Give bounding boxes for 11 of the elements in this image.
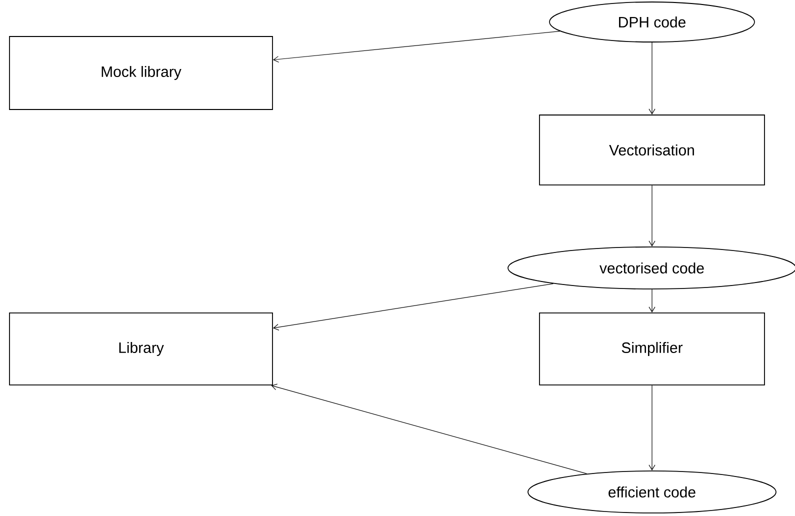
arrow bbox=[648, 185, 656, 247]
process-box: Vectorisation bbox=[539, 114, 765, 186]
arrow bbox=[648, 289, 656, 313]
process-box: Simplifier bbox=[539, 312, 765, 386]
arrow bbox=[271, 384, 588, 474]
arrow bbox=[648, 42, 656, 115]
process-box: Library bbox=[9, 312, 273, 386]
arrow bbox=[648, 385, 656, 471]
process-box: Mock library bbox=[9, 36, 273, 110]
arrow bbox=[272, 283, 554, 330]
arrow bbox=[272, 30, 560, 63]
